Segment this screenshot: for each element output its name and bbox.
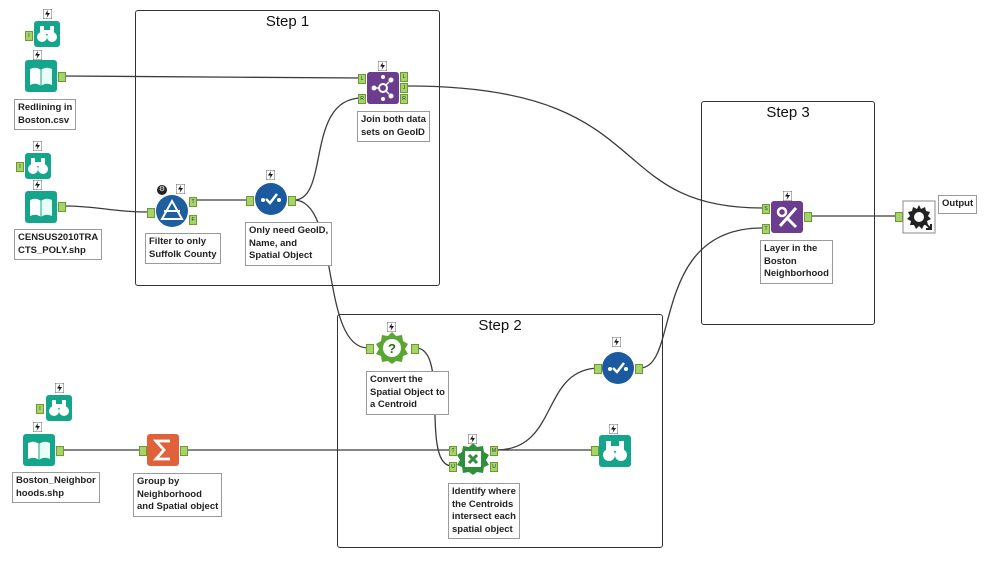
annotation-census: CENSUS2010TRA CTS_POLY.shp (14, 229, 103, 260)
port-anchor[interactable]: I (36, 404, 44, 414)
input-book-icon[interactable] (24, 190, 58, 224)
port-anchor[interactable]: I (25, 31, 33, 41)
port-input[interactable] (139, 446, 147, 456)
annotation-intersect: Identify where the Centroids intersect e… (448, 483, 520, 539)
browse-binoculars-icon[interactable] (33, 20, 61, 48)
wire-census-to-filter (63, 205, 151, 213)
port-input[interactable] (594, 364, 602, 374)
annotation-neighborhoods: Boston_Neighbor hoods.shp (12, 472, 100, 503)
port-output[interactable] (58, 72, 66, 82)
port-output[interactable] (180, 446, 188, 456)
lightning-icon (266, 170, 275, 180)
join-icon[interactable] (366, 71, 400, 105)
input-book-icon[interactable] (22, 433, 56, 467)
port-right-input[interactable]: R (358, 94, 366, 104)
port-left-output[interactable]: L (400, 72, 408, 82)
lightning-icon (33, 141, 42, 151)
svg-text:?: ? (388, 341, 396, 356)
port-input[interactable] (246, 196, 254, 206)
lightning-icon (609, 424, 618, 434)
lightning-icon (783, 191, 792, 201)
lightning-icon (176, 184, 185, 194)
annotation-redlining: Redlining in Boston.csv (14, 99, 77, 130)
container-step-3-title: Step 3 (766, 104, 810, 121)
annotation-centroid: Convert the Spatial Object to a Centroid (366, 371, 449, 415)
gear-output-icon[interactable] (902, 200, 936, 234)
annotation-select-1: Only need GeoID, Name, and Spatial Objec… (245, 222, 333, 266)
port-universe-input[interactable]: U (449, 462, 457, 472)
port-output[interactable] (58, 202, 66, 212)
port-output[interactable] (411, 344, 419, 354)
lightning-icon (33, 180, 42, 190)
port-target-input[interactable]: T (449, 446, 457, 456)
lightning-icon (55, 383, 64, 393)
filter-icon[interactable] (155, 194, 189, 228)
lightning-icon (387, 322, 396, 332)
port-source-input[interactable]: S (762, 204, 770, 214)
question-gear-icon[interactable]: ? (375, 331, 409, 365)
wire-select2-to-layer (639, 227, 763, 369)
browse-binoculars-icon[interactable] (598, 434, 632, 468)
spatial-match-icon[interactable] (456, 442, 490, 476)
port-output[interactable] (56, 446, 64, 456)
overlay-icon[interactable] (770, 200, 804, 234)
container-step-1[interactable]: Step 1 (135, 10, 440, 286)
port-target-input[interactable]: T (762, 224, 770, 234)
port-true[interactable]: T (189, 197, 197, 207)
container-step-2-title: Step 2 (478, 317, 522, 334)
annotation-join: Join both data sets on GeoID (357, 111, 430, 142)
port-output[interactable] (288, 196, 296, 206)
port-join-output[interactable]: J (400, 83, 408, 93)
annotation-layer: Layer in the Boston Neighborhood (760, 240, 833, 284)
select-check-icon[interactable] (254, 182, 288, 216)
port-input[interactable] (147, 208, 155, 218)
port-right-output[interactable]: R (400, 94, 408, 104)
port-anchor[interactable]: I (16, 162, 24, 172)
port-left-input[interactable]: L (358, 74, 366, 84)
wire-intersect-to-select2 (495, 367, 601, 451)
annotation-summarize: Group by Neighborhood and Spatial object (133, 473, 223, 517)
annotation-output: Output (938, 195, 978, 214)
sigma-icon[interactable] (146, 433, 180, 467)
browse-binoculars-icon[interactable] (45, 394, 73, 422)
lightning-icon (612, 337, 621, 347)
lightning-icon (378, 61, 387, 71)
filter-tool-badge: ⚙ (157, 185, 167, 195)
annotation-filter: Filter to only Suffolk County (145, 233, 221, 264)
port-unmatched-output[interactable]: U (490, 462, 498, 472)
browse-binoculars-icon[interactable] (24, 152, 52, 180)
wire-join-to-layer (407, 85, 763, 209)
lightning-icon (468, 434, 477, 444)
container-step-2[interactable]: Step 2 (337, 314, 663, 548)
input-book-icon[interactable] (24, 59, 58, 93)
port-output[interactable] (635, 364, 643, 374)
port-input[interactable] (366, 344, 374, 354)
container-step-3[interactable]: Step 3 (701, 101, 875, 325)
port-false[interactable]: F (189, 215, 197, 225)
port-input[interactable] (591, 446, 599, 456)
container-step-1-title: Step 1 (265, 13, 310, 30)
wire-select-to-join (293, 97, 363, 201)
lightning-icon (43, 9, 52, 19)
port-output[interactable] (804, 212, 812, 222)
wire-select-to-centroid (293, 199, 369, 349)
lightning-icon (33, 422, 42, 432)
wire-redlining-to-join (63, 75, 363, 79)
select-check-icon[interactable] (601, 351, 635, 385)
lightning-icon (33, 50, 42, 60)
port-matched-output[interactable]: M (490, 446, 498, 456)
